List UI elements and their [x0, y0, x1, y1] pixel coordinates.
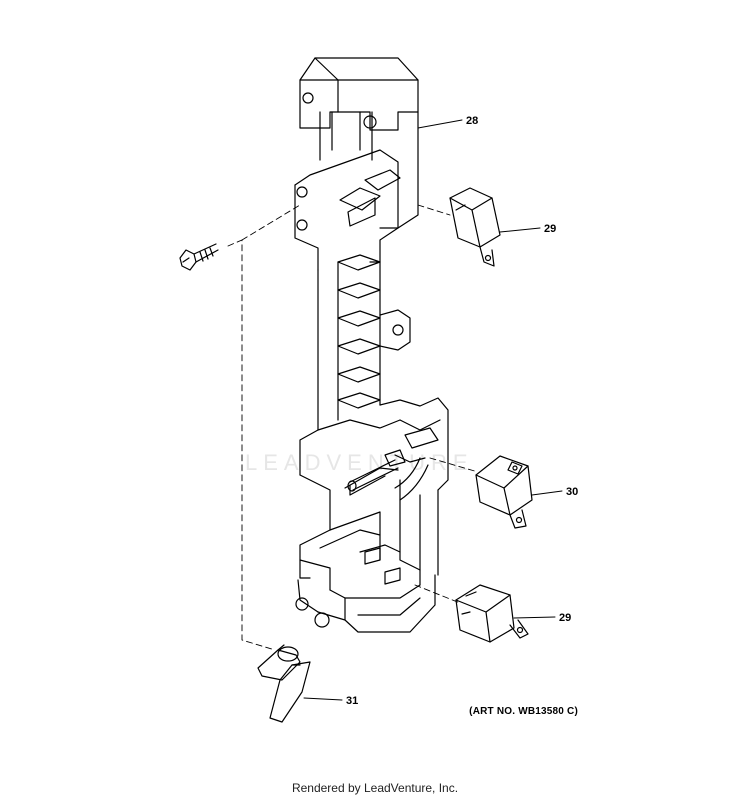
latch-lever-part [257, 644, 311, 723]
assembly-guide-lines [227, 204, 479, 651]
leader-lines [303, 119, 563, 701]
callout-29-bottom: 29 [559, 612, 571, 624]
art-number-label: (ART NO. WB13580 C) [469, 706, 578, 717]
micro-switch-bottom-part [455, 584, 529, 643]
callout-30: 30 [566, 486, 578, 498]
callout-31: 31 [346, 695, 358, 707]
latch-board-part [294, 57, 449, 633]
micro-switch-middle-part [475, 455, 533, 529]
screw-part [179, 243, 219, 271]
callout-29-top: 29 [544, 223, 556, 235]
micro-switch-top-part [449, 187, 501, 267]
callout-28: 28 [466, 115, 478, 127]
footer-credit: Rendered by LeadVenture, Inc. [291, 781, 459, 795]
watermark-text: LEADVENTURE [245, 450, 474, 475]
